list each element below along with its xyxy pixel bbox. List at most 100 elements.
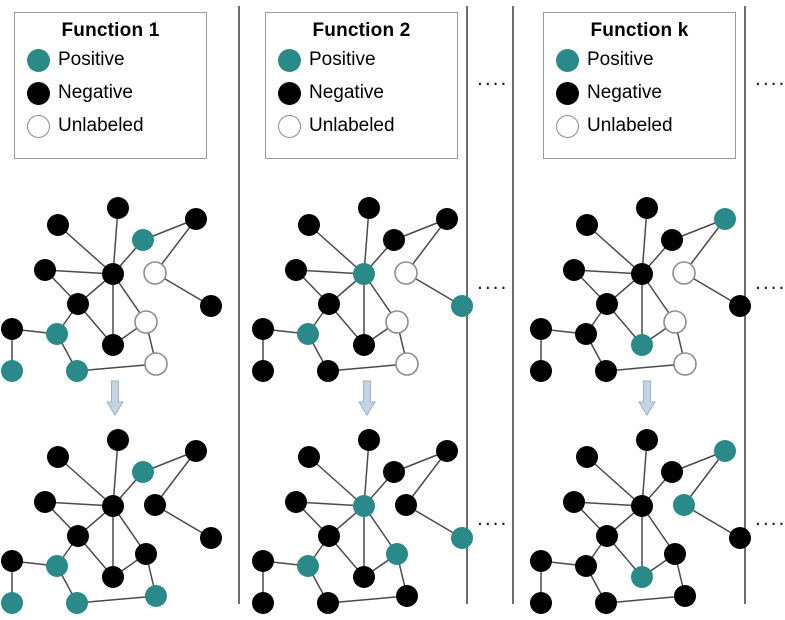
graph-node-center-bottom-positive: [631, 334, 653, 356]
graph-node-hub-negative: [631, 495, 653, 517]
graph-node-bottom-teal-positive: [66, 360, 88, 382]
graph-node-right-mid-open-unlabeled: [663, 310, 687, 334]
graph-node-far-left-bottom-negative: [530, 592, 552, 614]
graph-edge: [586, 224, 643, 275]
graph-edge: [57, 456, 114, 507]
graph-edge: [76, 595, 157, 604]
graph-node-upper-left-negative: [298, 214, 320, 236]
graph-node-left-chain-teal-positive: [297, 323, 319, 345]
graph-node-upper-right-teal-negative: [383, 461, 405, 483]
legend-title-function-1: Function 1: [61, 20, 160, 41]
graph-node-top-far-right-negative: [185, 208, 207, 230]
graph-node-center-bottom-negative: [353, 566, 375, 588]
graph-node-far-right-negative: [729, 295, 751, 317]
legend-label-unlabeled: Unlabeled: [587, 115, 673, 136]
graph-edge: [44, 501, 114, 507]
graph-edge: [308, 224, 365, 275]
graph-node-mid-center-left-negative: [67, 525, 89, 547]
graph-node-hub-positive: [353, 263, 375, 285]
graph-node-mid-left-negative: [563, 491, 585, 513]
graph-edge: [57, 224, 114, 275]
graph-node-far-right-positive: [451, 295, 473, 317]
legend-label-unlabeled: Unlabeled: [309, 115, 395, 136]
graph-edge: [327, 595, 408, 604]
graph-edge: [405, 450, 448, 506]
legend-label-positive: Positive: [58, 49, 125, 70]
legend-row-unlabeled: Unlabeled: [278, 111, 457, 141]
graph-function-2-before: [252, 197, 473, 382]
transform-arrow-2: [358, 380, 376, 416]
graph-node-top-far-right-positive: [714, 440, 736, 462]
graph-node-upper-right-teal-positive: [132, 461, 154, 483]
legend-label-negative: Negative: [587, 82, 662, 103]
graph-node-bottom-right-open-positive: [145, 585, 167, 607]
graph-node-right-upper-open-unlabeled: [143, 261, 167, 285]
graph-node-left-chain-teal-negative: [575, 555, 597, 577]
continuation-ellipsis-4: ....: [755, 67, 785, 90]
graph-node-mid-left-negative: [563, 259, 585, 281]
continuation-ellipsis-5: ....: [755, 271, 785, 294]
graph-node-far-left-bottom-positive: [1, 592, 23, 614]
graph-node-right-upper-open-unlabeled: [394, 261, 418, 285]
graph-node-hub-negative: [631, 263, 653, 285]
legend-row-positive: Positive: [556, 45, 735, 75]
graph-node-mid-left-negative: [285, 491, 307, 513]
legend-label-negative: Negative: [309, 82, 384, 103]
graph-node-upper-left-negative: [298, 446, 320, 468]
graph-node-far-left-negative: [530, 550, 552, 572]
unlabeled-dot: [556, 114, 579, 138]
legend-row-positive: Positive: [278, 45, 457, 75]
legend-label-positive: Positive: [587, 49, 654, 70]
legend-label-negative: Negative: [58, 82, 133, 103]
graph-node-hub-negative: [102, 495, 124, 517]
graph-node-right-mid-open-positive: [386, 543, 408, 565]
graph-node-upper-left-negative: [576, 446, 598, 468]
graph-node-right-upper-open-unlabeled: [672, 261, 696, 285]
graph-node-top-far-right-negative: [185, 440, 207, 462]
graph-edge: [641, 439, 648, 507]
graph-node-center-bottom-positive: [631, 566, 653, 588]
graph-node-upper-right-teal-negative: [383, 229, 405, 251]
graph-node-mid-center-left-negative: [318, 525, 340, 547]
graph-node-bottom-right-open-unlabeled: [673, 352, 697, 376]
arrow-glyph: [358, 380, 376, 416]
negative-dot: [556, 81, 579, 105]
legend-row-negative: Negative: [278, 78, 457, 108]
unlabeled-dot: [27, 114, 50, 138]
graph-node-right-mid-open-unlabeled: [134, 310, 158, 334]
graph-node-upper-right-teal-positive: [132, 229, 154, 251]
graph-edge: [573, 269, 643, 275]
graph-node-center-bottom-negative: [353, 334, 375, 356]
legend-label-positive: Positive: [309, 49, 376, 70]
graph-edge: [112, 439, 119, 507]
continuation-ellipsis-6: ....: [755, 507, 785, 530]
graph-edge: [76, 363, 157, 372]
continuation-ellipsis-3: ....: [477, 507, 509, 530]
graph-node-far-left-bottom-negative: [530, 360, 552, 382]
graph-edge: [605, 595, 686, 604]
graph-node-far-left-negative: [530, 318, 552, 340]
legend-row-negative: Negative: [556, 78, 735, 108]
graph-node-bottom-teal-negative: [317, 360, 339, 382]
legend-title-function-k: Function k: [590, 20, 689, 41]
graph-edge: [363, 439, 370, 507]
negative-dot: [278, 81, 301, 105]
graph-node-upper-left-negative: [576, 214, 598, 236]
graph-node-bottom-right-open-unlabeled: [395, 352, 419, 376]
graph-edge: [605, 363, 686, 372]
graph-function-1-after: [1, 429, 222, 614]
graph-node-upper-right-teal-negative: [661, 461, 683, 483]
graph-node-top-center-negative: [636, 429, 658, 451]
graph-node-top-center-negative: [107, 197, 129, 219]
graph-node-far-right-negative: [200, 295, 222, 317]
graph-node-right-upper-open-negative: [395, 494, 417, 516]
legend-row-unlabeled: Unlabeled: [27, 111, 206, 141]
graph-node-far-left-negative: [1, 550, 23, 572]
graph-edge: [44, 269, 114, 275]
graph-node-mid-center-left-negative: [318, 293, 340, 315]
graph-edge: [327, 363, 408, 372]
legend-row-negative: Negative: [27, 78, 206, 108]
graph-node-top-far-right-negative: [436, 440, 458, 462]
graph-node-mid-center-left-negative: [596, 525, 618, 547]
